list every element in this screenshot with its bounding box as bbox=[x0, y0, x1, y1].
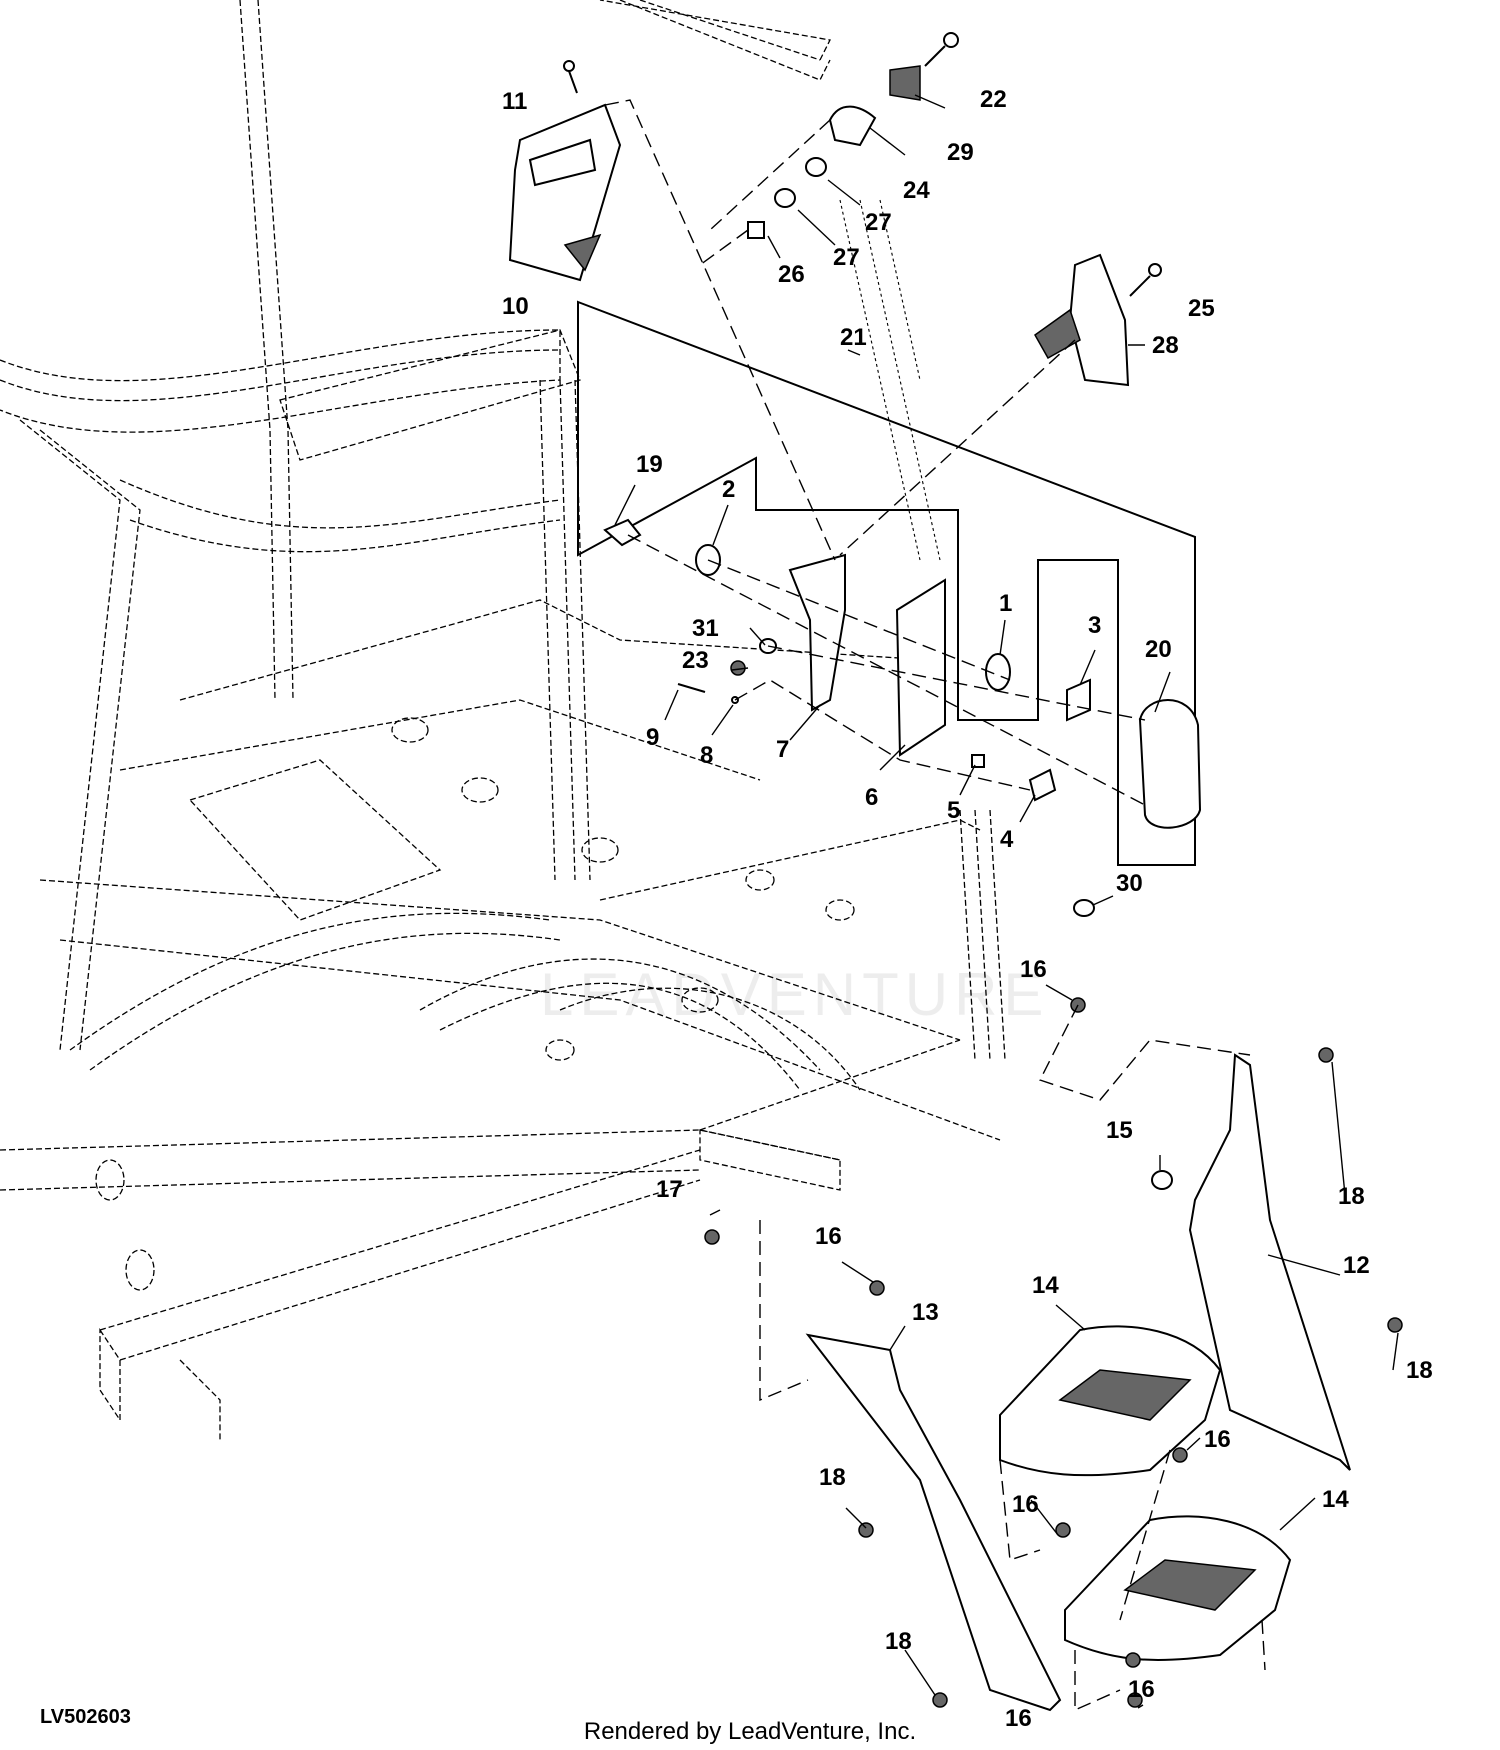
part-1-bushing bbox=[985, 653, 1011, 691]
part-26-nut bbox=[747, 221, 765, 239]
part-20-handle bbox=[1138, 699, 1202, 829]
callout-27a: 27 bbox=[865, 209, 892, 236]
callout-12: 12 bbox=[1343, 1252, 1370, 1279]
callout-9: 9 bbox=[646, 724, 659, 751]
callout-25: 25 bbox=[1188, 295, 1215, 322]
callout-18c: 18 bbox=[819, 1464, 846, 1491]
callout-16b: 16 bbox=[815, 1223, 842, 1250]
rendered-by-footer: Rendered by LeadVenture, Inc. bbox=[583, 1718, 917, 1745]
watermark: LEADVENTURE bbox=[540, 961, 1050, 1028]
callout-4: 4 bbox=[1000, 826, 1014, 853]
callout-22: 22 bbox=[980, 86, 1007, 113]
part-22-screw bbox=[924, 32, 959, 67]
callout-2: 2 bbox=[722, 476, 735, 503]
part-6-plate bbox=[895, 578, 946, 757]
part-25-screw bbox=[1129, 263, 1162, 297]
callout-14a: 14 bbox=[1032, 1272, 1059, 1299]
callout-18a: 18 bbox=[1338, 1183, 1365, 1210]
callout-24: 24 bbox=[903, 177, 930, 204]
callout-15: 15 bbox=[1106, 1117, 1133, 1144]
part-14-step-lower bbox=[1064, 1515, 1292, 1661]
part-30-knob bbox=[1073, 899, 1095, 917]
part-29-clip bbox=[889, 65, 921, 101]
callout-18b: 18 bbox=[1406, 1357, 1433, 1384]
part-3-cap bbox=[1066, 678, 1091, 722]
callout-17: 17 bbox=[656, 1176, 683, 1203]
callout-7: 7 bbox=[776, 736, 789, 763]
callout-18d: 18 bbox=[885, 1628, 912, 1655]
part-12-bracket bbox=[1188, 1053, 1351, 1471]
part-11-screw bbox=[563, 60, 578, 94]
callout-23: 23 bbox=[682, 647, 709, 674]
part-24-bracket bbox=[828, 105, 877, 147]
callout-20: 20 bbox=[1145, 636, 1172, 663]
fasteners-lower bbox=[704, 1047, 1403, 1708]
callout-10: 10 bbox=[502, 293, 529, 320]
callout-1: 1 bbox=[999, 590, 1012, 617]
assembly-box-21 bbox=[577, 300, 1196, 866]
callout-27b: 27 bbox=[833, 244, 860, 271]
callouts: 11 22 29 24 27 27 26 10 25 28 21 19 2 1 … bbox=[502, 86, 1433, 1732]
callout-31: 31 bbox=[692, 615, 719, 642]
callout-16c: 16 bbox=[1204, 1426, 1231, 1453]
callout-16f: 16 bbox=[1005, 1705, 1032, 1732]
part-9-bolt bbox=[677, 683, 706, 693]
callout-8: 8 bbox=[700, 742, 713, 769]
callout-16a: 16 bbox=[1020, 956, 1047, 983]
callout-19: 19 bbox=[636, 451, 663, 478]
callout-6: 6 bbox=[865, 784, 878, 811]
part-27-washers bbox=[774, 157, 827, 208]
callout-11: 11 bbox=[502, 88, 527, 115]
part-10-cover bbox=[508, 103, 622, 282]
callout-26: 26 bbox=[778, 261, 805, 288]
callout-29: 29 bbox=[947, 139, 974, 166]
callout-14b: 14 bbox=[1322, 1486, 1349, 1513]
part-7-hinge bbox=[788, 553, 846, 712]
callout-28: 28 bbox=[1152, 332, 1179, 359]
part-13-bracket bbox=[805, 1333, 1062, 1712]
part-14-step-upper bbox=[999, 1325, 1222, 1477]
callout-21: 21 bbox=[840, 324, 867, 351]
part-5-spacer bbox=[971, 754, 985, 768]
explode-lines bbox=[604, 99, 1266, 1712]
diagram-code: LV502603 bbox=[40, 1706, 131, 1728]
part-4-cap bbox=[1028, 768, 1057, 802]
leader-lines bbox=[614, 94, 1399, 1709]
callout-30: 30 bbox=[1116, 870, 1143, 897]
part-19-nut bbox=[603, 518, 642, 547]
cab-frame bbox=[0, 0, 1006, 1440]
callout-16e: 16 bbox=[1128, 1676, 1155, 1703]
part-28-latch bbox=[1034, 253, 1130, 387]
callout-16d: 16 bbox=[1012, 1491, 1039, 1518]
part-15-knob bbox=[1151, 1170, 1173, 1190]
callout-5: 5 bbox=[947, 797, 960, 824]
callout-3: 3 bbox=[1088, 612, 1101, 639]
callout-13: 13 bbox=[912, 1299, 939, 1326]
